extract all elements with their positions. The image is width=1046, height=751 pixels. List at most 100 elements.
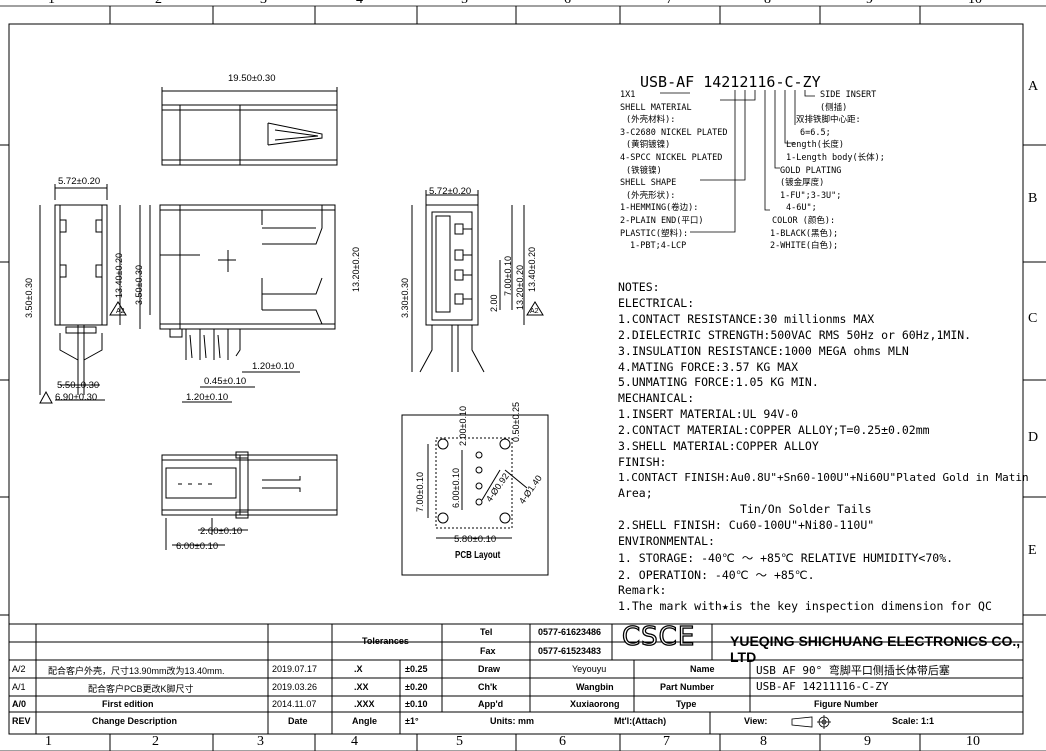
rev-desc: First edition <box>102 699 154 709</box>
dim-pcb-580: 5.80±0.10 <box>454 534 497 545</box>
right-grid-letters: A B C D E <box>1027 0 1046 751</box>
grid-number: 3 <box>257 734 264 749</box>
code-line: 6=6.5; <box>800 127 831 138</box>
grid-number: 1 <box>45 734 52 749</box>
code-line: 1-Length body(长体); <box>786 152 885 163</box>
grid-letter: D <box>1028 430 1039 445</box>
dim-side-height: 13.40±0.20 <box>114 253 124 298</box>
top-ticks <box>109 6 921 24</box>
code-line: SIDE INSERT <box>820 90 877 100</box>
code-line: COLOR (颜色): <box>772 215 836 226</box>
pcb-layout <box>401 414 549 576</box>
code-line: 2-WHITE(白色); <box>770 241 839 252</box>
dim-front-330: 3.30±0.30 <box>400 278 410 318</box>
code-line: 4-6U"; <box>786 203 817 214</box>
rev-desc: 配合客户外壳，尺寸13.90mm改为13.40mm. <box>48 666 225 676</box>
dim-front-200: 2.00 <box>489 294 499 312</box>
rev-desc: 配合客户PCB更改K脚尺寸 <box>88 684 194 694</box>
code-line: SHELL SHAPE <box>620 178 677 189</box>
name-label: Name <box>690 664 715 674</box>
scale-label: Scale: 1:1 <box>892 716 935 726</box>
grid-number: 8 <box>760 734 767 749</box>
grid-number: 6 <box>559 734 566 749</box>
note-line: Area; <box>618 486 653 500</box>
top-view <box>161 87 338 166</box>
rev-code: A/1 <box>12 682 26 692</box>
units-label: Units: mm <box>490 716 535 726</box>
projection-symbol-icon <box>791 715 831 729</box>
grid-number: 3 <box>260 0 267 8</box>
tolerances-label: Tolerances <box>362 636 409 646</box>
grid-letter: B <box>1028 191 1038 206</box>
role-label: Draw <box>478 664 501 674</box>
dim-front-1340: 13.40±0.20 <box>527 247 537 292</box>
code-line: (外壳形状): <box>626 190 676 201</box>
tol-value: ±0.20 <box>405 682 428 692</box>
grid-letter: A <box>1028 79 1039 94</box>
dim-pcb-700: 7.00±0.10 <box>415 472 425 512</box>
tol-key: .XXX <box>354 699 375 709</box>
code-line: (黄铜镀镍) <box>626 140 671 151</box>
grid-number: 5 <box>461 0 468 8</box>
angle-header: Angle <box>352 716 378 726</box>
tol-key: .XX <box>354 682 369 692</box>
grid-letter: C <box>1028 311 1038 326</box>
dim-120a: 1.20±0.10 <box>252 361 295 372</box>
date-header: Date <box>288 716 308 726</box>
note-line: 1. STORAGE: -40℃ ～ +85℃ RELATIVE HUMIDIT… <box>618 551 954 565</box>
grid-number: 10 <box>966 734 980 749</box>
role-person: Yeyouyu <box>572 664 607 674</box>
rev-code: A/2 <box>12 664 26 674</box>
svg-text:A2: A2 <box>530 308 539 315</box>
rev-date: 2019.03.26 <box>272 682 318 692</box>
tel-value: 0577-61623486 <box>538 627 602 637</box>
bottom-grid-numbers: 1 2 3 4 5 6 7 8 9 10 <box>0 734 1046 751</box>
note-line: MECHANICAL: <box>618 391 695 405</box>
grid-number: 7 <box>666 0 673 8</box>
note-line: 5.UNMATING FORCE:1.05 KG MIN. <box>618 375 819 389</box>
rev-code: A/0 <box>12 699 27 709</box>
bottom-ticks <box>109 734 921 751</box>
code-line: 4-SPCC NICKEL PLATED <box>620 152 723 163</box>
dim-side-350a: 3.50±0.30 <box>24 278 34 318</box>
dim-side-350b: 3.50±0.30 <box>134 265 144 305</box>
code-line: 2-PLAIN END(平口) <box>620 215 704 226</box>
role-person: Xuxiaorong <box>570 699 620 709</box>
dim-bottom-200: 2.00±0.10 <box>200 526 243 537</box>
rev-date: 2019.07.17 <box>272 664 318 674</box>
code-line: 1-PBT;4-LCP <box>630 241 687 252</box>
note-line: 1.CONTACT RESISTANCE:30 millionms MAX <box>618 312 875 326</box>
type-label: Type <box>676 699 697 709</box>
code-line: SHELL MATERIAL <box>620 102 692 113</box>
top-grid-numbers: 1 2 3 4 5 6 7 8 9 10 <box>0 0 1046 12</box>
note-line: Remark: <box>618 583 667 597</box>
code-line: PLASTIC(塑料): <box>620 228 689 239</box>
dim-pcb-600: 6.00±0.10 <box>451 468 461 508</box>
dim-690: 6.90±0.30 <box>55 392 98 403</box>
role-label: Ch'k <box>478 682 498 692</box>
note-line: 2.DIELECTRIC STRENGTH:500VAC RMS 50Hz or… <box>618 328 972 342</box>
note-line: ENVIRONMENTAL: <box>618 534 715 548</box>
code-line: 1-FU";3-3U"; <box>780 190 842 201</box>
figure-number-label: Figure Number <box>814 699 879 709</box>
code-line: 1X1 <box>620 90 636 100</box>
note-line: 4.MATING FORCE:3.57 KG MAX <box>618 360 799 374</box>
note-line: ELECTRICAL: <box>618 296 695 310</box>
dim-mid-height: 13.20±0.20 <box>351 247 361 292</box>
note-line: 1.INSERT MATERIAL:UL 94V-0 <box>618 407 799 421</box>
note-line: 1.CONTACT FINISH:Au0.8U"+Sn60-100U"+Ni60… <box>618 471 1029 484</box>
code-line: 双排铁脚中心距: <box>796 115 861 126</box>
code-line: 1-BLACK(黑色); <box>770 228 839 239</box>
rev-date: 2014.11.07 <box>272 699 317 709</box>
side-view <box>39 184 121 404</box>
grid-number: 10 <box>968 0 982 8</box>
grid-number: 9 <box>866 0 873 8</box>
dim-side-width: 5.72±0.20 <box>58 176 101 187</box>
role-person: Wangbin <box>576 682 614 692</box>
tel-label: Tel <box>480 627 493 637</box>
bottom-view <box>161 451 338 550</box>
note-line: 3.SHELL MATERIAL:COPPER ALLOY <box>618 439 819 453</box>
dim-045: 0.45±0.10 <box>204 376 247 387</box>
note-line: 3.INSULATION RESISTANCE:1000 MEGA ohms M… <box>618 344 909 358</box>
svg-text:A2: A2 <box>116 308 125 315</box>
